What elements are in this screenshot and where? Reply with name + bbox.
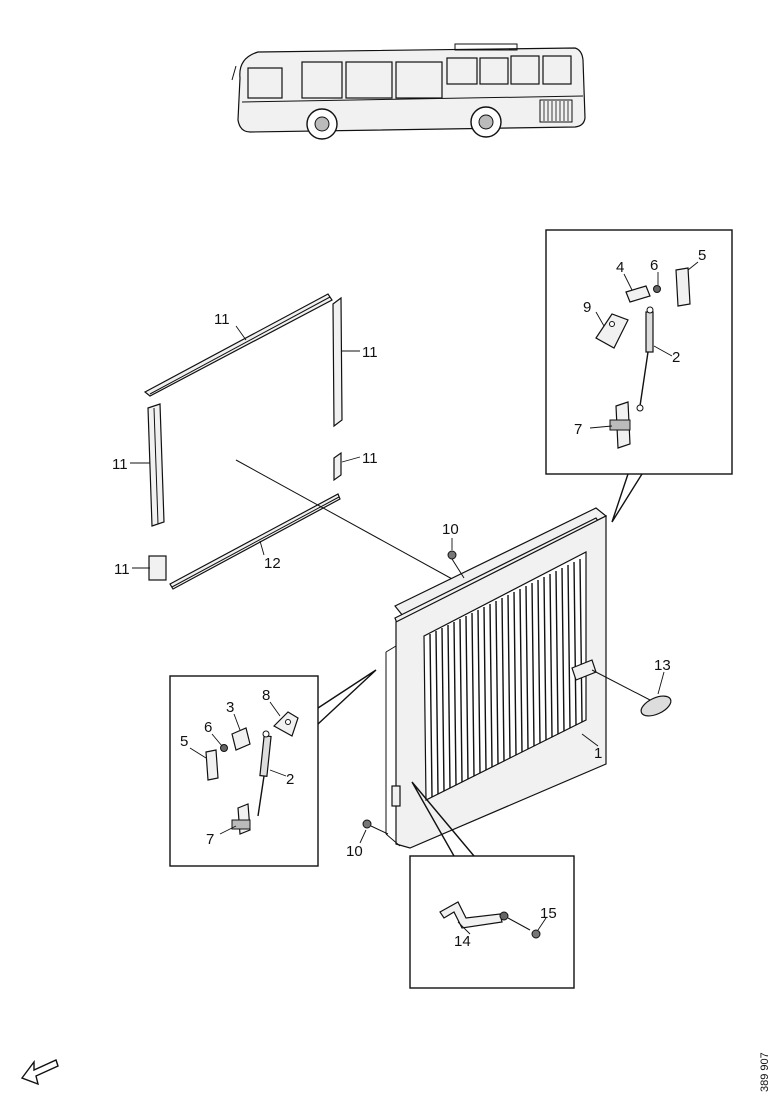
callout-5-top: 5	[698, 247, 706, 264]
callout-11-vertical-right: 11	[362, 344, 378, 361]
detail-box-top-right	[545, 229, 733, 523]
guide-line-upper	[235, 459, 455, 581]
rail-vertical-right	[332, 296, 343, 428]
orientation-arrow-icon	[20, 1059, 59, 1086]
callout-6-top: 6	[650, 257, 658, 274]
callout-5-left: 5	[180, 733, 188, 750]
callout-12: 12	[264, 555, 281, 572]
callout-7-left: 7	[206, 831, 214, 848]
drawing-reference-number: 389 907	[759, 1052, 771, 1092]
bolt-10-top	[447, 550, 465, 579]
callout-11-clip-right: 11	[362, 450, 378, 467]
callout-11-top-rail: 11	[214, 311, 230, 328]
callout-9: 9	[583, 299, 591, 316]
callout-13: 13	[654, 657, 671, 674]
callout-1: 1	[594, 745, 602, 762]
leader-lines	[130, 261, 699, 935]
callout-10-top: 10	[442, 521, 459, 538]
callout-7-top: 7	[574, 421, 582, 438]
rail-clip-left	[148, 555, 167, 581]
rail-top	[143, 293, 333, 397]
callout-10-bottom: 10	[346, 843, 363, 860]
callout-11-clip-left: 11	[114, 561, 130, 578]
rail-vertical-left	[147, 403, 165, 527]
callout-8: 8	[262, 687, 270, 704]
callout-2-left: 2	[286, 771, 294, 788]
callout-3: 3	[226, 699, 234, 716]
bus-illustration	[231, 43, 586, 140]
detail-box-left	[169, 669, 377, 867]
radiator-slats	[429, 558, 583, 798]
rail-clip-right	[333, 451, 342, 482]
rail-bottom-12	[169, 493, 341, 590]
cap-13	[591, 669, 672, 717]
callout-4: 4	[616, 259, 624, 276]
callout-11-vertical-left: 11	[112, 456, 128, 473]
radiator-panel	[385, 507, 608, 849]
callout-6-left: 6	[204, 719, 212, 736]
bolt-10-bottom	[362, 819, 389, 835]
callout-14: 14	[454, 933, 471, 950]
callout-2-top: 2	[672, 349, 680, 366]
detail-box-bottom	[409, 781, 575, 989]
callout-15: 15	[540, 905, 557, 922]
